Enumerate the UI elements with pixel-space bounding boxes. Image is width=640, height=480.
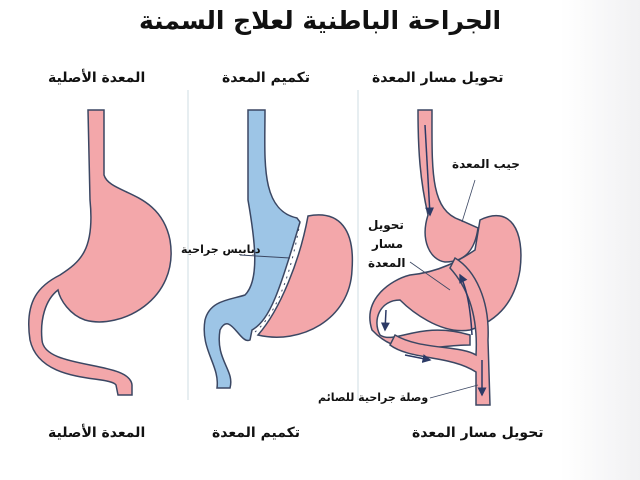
annotation-pouch: جيب المعدة <box>452 157 520 171</box>
removed-stomach <box>256 214 354 338</box>
label-bypass-bottom: تحويل مسار المعدة <box>412 425 544 441</box>
annotation-bypass-1: تحويل <box>368 218 404 232</box>
label-original-bottom: المعدة الأصلية <box>48 425 146 441</box>
label-sleeve-bottom: تكميم المعدة <box>212 425 301 441</box>
label-sleeve-top: تكميم المعدة <box>222 70 311 86</box>
annotation-bypass-3: المعدة <box>368 256 406 270</box>
leader-lines <box>409 179 479 399</box>
label-bypass-top: تحويل مسار المعدة <box>372 70 504 86</box>
annotation-jejunum: وصلة جراحية للصائم <box>318 391 429 404</box>
flow-arrows <box>380 124 487 397</box>
background-shade <box>560 0 640 480</box>
bypass-esophagus-pouch <box>417 109 479 263</box>
label-original-top: المعدة الأصلية <box>48 70 146 86</box>
original-stomach <box>28 109 172 396</box>
annotation-staples: دبابيس جراحية <box>181 243 261 256</box>
sleeve-stomach <box>203 109 301 389</box>
annotation-bypass-2: مسار <box>372 237 404 251</box>
page-title: الجراحة الباطنية لعلاج السمنة <box>138 6 502 35</box>
